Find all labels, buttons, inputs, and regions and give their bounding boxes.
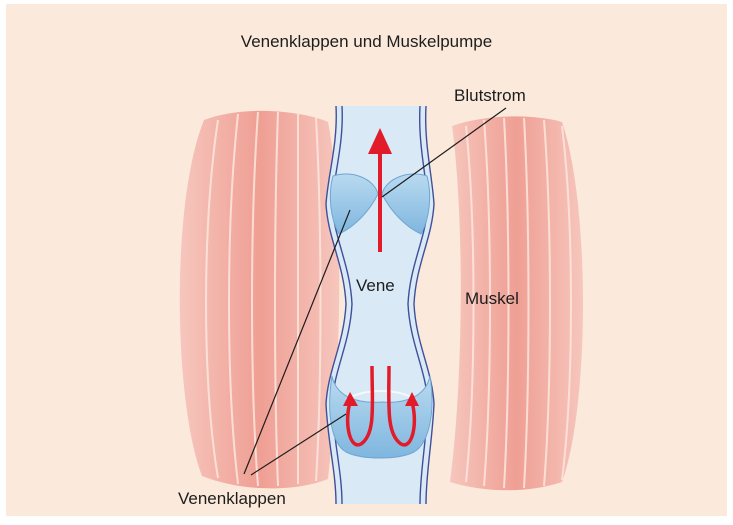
diagram-panel: Venenklappen und Muskelpumpe Blutstrom V… <box>6 4 727 516</box>
left-muscle <box>180 111 340 488</box>
diagram-title: Venenklappen und Muskelpumpe <box>6 32 727 52</box>
vein-muscle-pump-diagram <box>6 4 727 516</box>
label-muscle: Muskel <box>465 289 519 309</box>
label-valves: Venenklappen <box>178 489 286 509</box>
label-blood-flow: Blutstrom <box>454 86 526 106</box>
label-vein: Vene <box>356 276 395 296</box>
